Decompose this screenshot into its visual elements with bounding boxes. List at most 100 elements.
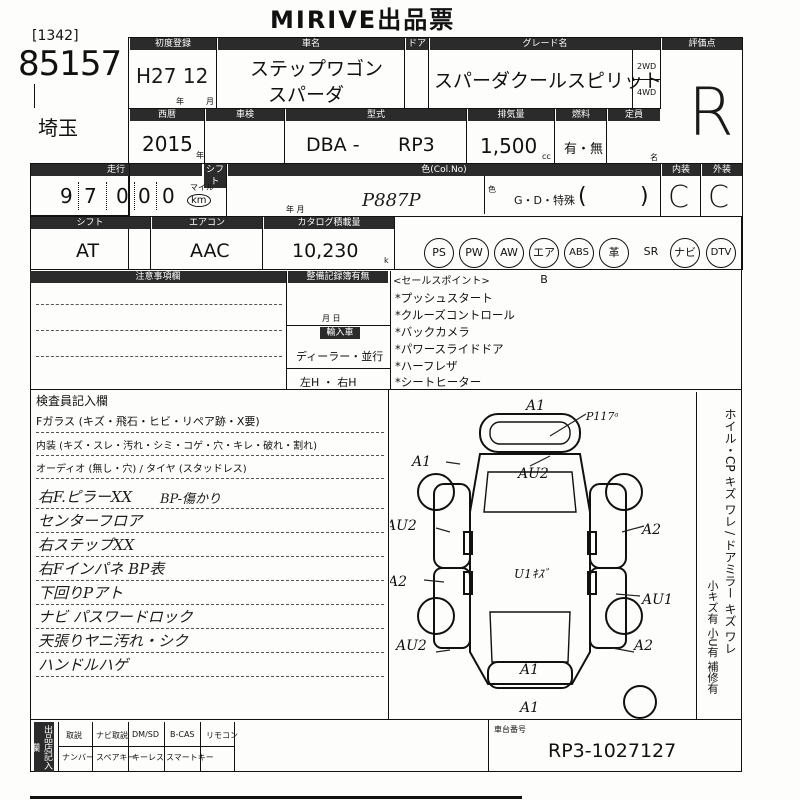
- car-name-1: ステップワゴン: [250, 58, 384, 80]
- interior-grade: C: [668, 180, 689, 215]
- equip-abs: ABS: [564, 238, 594, 268]
- bottom-label-3: DM/SD: [132, 730, 159, 739]
- sale-point-1: *プッシュスタート: [395, 291, 493, 305]
- model-prefix: DBA -: [306, 134, 360, 156]
- color-unit: 色: [488, 185, 496, 194]
- reg-month-label: 月: [206, 97, 214, 106]
- mark-left-front-a1: A1: [410, 454, 431, 470]
- reg-small: 年 月: [286, 205, 305, 214]
- mark-roof-u1: U1ｷｽﾞ: [514, 567, 550, 581]
- bottom-label-1: 取説: [66, 731, 82, 740]
- mark-bumper-a1: A1: [518, 700, 539, 716]
- model-year: 2015: [142, 132, 193, 156]
- mark-left-fender-au2: AU2: [390, 518, 417, 534]
- inspector-audio: オーディオ (無し・穴) / タイヤ (スタッドレス): [36, 464, 247, 475]
- header-cap: 定員: [608, 109, 660, 121]
- header-interior: 内装: [662, 164, 700, 176]
- header-shift: シフト: [30, 217, 150, 229]
- bottom-section: [30, 720, 742, 772]
- header-color: 色(Col.No): [228, 164, 660, 176]
- equip-sr: SR: [643, 245, 659, 258]
- mileage-km: km: [187, 194, 211, 207]
- inspector-note-1: 右F.ピラーXX: [38, 488, 133, 506]
- mark-rear-a1: A1: [518, 662, 539, 678]
- reg-year-label: 年: [176, 97, 184, 106]
- mark-front-p117: P117ᵃ: [585, 410, 619, 423]
- header-fuel: 燃料: [556, 109, 606, 121]
- ac-value: AAC: [190, 240, 230, 262]
- drive-2wd: 2WD: [637, 62, 657, 71]
- mark-bonnet-au2: AU2: [516, 466, 549, 482]
- bottom-label-4: B-CAS: [170, 730, 195, 739]
- notes-section: [30, 270, 742, 390]
- header-door: ドア: [406, 38, 428, 50]
- inspector-section: [30, 390, 742, 720]
- year-suffix: 年: [196, 151, 204, 160]
- sale-points-header: <セールスポイント>: [393, 276, 490, 287]
- inspector-interior: 内装 (キズ・スレ・汚れ・シミ・コゲ・穴・キレ・破れ・割れ): [36, 441, 317, 452]
- exterior-grade: C: [708, 180, 729, 215]
- record-date: 月 日: [322, 314, 341, 323]
- header-import: 輸入車: [320, 327, 360, 339]
- region: 埼玉: [38, 116, 78, 140]
- inspector-glass: Fガラス (キズ・飛石・ヒビ・リペア跡・X要): [36, 415, 260, 428]
- mileage-digit-4: 0: [138, 184, 151, 208]
- equip-aw: AW: [494, 238, 524, 268]
- header-eval: 評価点: [662, 38, 742, 50]
- header-mileage: 走行: [30, 164, 202, 176]
- chassis-label: 車台番号: [494, 725, 526, 734]
- reg-date: H27 12: [136, 64, 209, 88]
- mark-right-fender-a2: A2: [640, 522, 661, 538]
- header-ac: エアコン: [152, 217, 262, 229]
- header-name: 車名: [218, 38, 404, 50]
- bottom-label-6: ナンバー: [62, 753, 94, 762]
- inspector-note-7: 天張りヤニ汚れ・シク: [38, 632, 189, 650]
- mileage-mile: マイル: [190, 183, 214, 192]
- capacity-unit: 名: [650, 153, 658, 162]
- equip-dtv: DTV: [706, 238, 736, 268]
- front-bumper-shape: [479, 413, 581, 453]
- lot-bracket: [1342]: [32, 28, 79, 44]
- sale-point-6: *シートヒーター: [395, 375, 482, 389]
- gdp-close: ): [640, 184, 649, 209]
- car-name-2: スパーダ: [268, 84, 345, 106]
- header-type: 型式: [286, 109, 466, 121]
- lot-number: 85157: [18, 44, 122, 84]
- bottom-label-8: キーレス: [132, 753, 164, 762]
- header-reg: 初度登録: [130, 38, 216, 50]
- mark-right-rear-a2: A2: [632, 638, 653, 654]
- mark-right-door-au1: AU1: [640, 592, 673, 608]
- car-damage-diagram: A1 P117ᵃ A1 AU2 AU2 A2 A2 U1ｷｽﾞ AU1 A2 A…: [390, 398, 673, 719]
- gdp-open: (: [578, 184, 587, 209]
- bottom-label-9: スマートキー: [166, 753, 214, 762]
- mileage-digit-1: 9: [60, 184, 73, 208]
- sheet-title: MIRIVE出品票: [270, 6, 456, 34]
- equip-airbag: エアB: [529, 238, 559, 286]
- mileage-digit-3: 0: [116, 184, 129, 208]
- header-grade: グレード名: [430, 38, 660, 50]
- sale-point-5: *ハーフレザ: [395, 359, 458, 373]
- eval-score: R: [688, 74, 734, 151]
- inspector-note-2: センターフロア: [38, 512, 143, 530]
- header-notes: 注意事項欄: [30, 271, 286, 283]
- shift-value: AT: [76, 240, 100, 262]
- inspector-header: 検査員記入欄: [36, 394, 109, 408]
- bottom-label-7: スペアキー: [96, 753, 136, 762]
- record-dealer: ディーラー・並行: [296, 350, 384, 363]
- header-inspect: 車検: [206, 109, 284, 121]
- mileage-box: [30, 164, 130, 216]
- diagram-side-text: ホイル・CP キズ ワレ / ドアミラー キズ ワレ: [723, 408, 737, 655]
- model-code: RP3: [398, 134, 435, 156]
- equip-ps: PS: [424, 238, 454, 268]
- bottom-label-5: リモコン: [206, 731, 238, 740]
- sale-point-2: *クルーズコントロール: [395, 308, 515, 322]
- turbo: 有・無: [564, 142, 604, 157]
- chassis-number: RP3-1027127: [548, 740, 677, 762]
- inspector-note-8: ハンドルハゲ: [38, 656, 129, 674]
- mark-left-rear-au2: AU2: [394, 638, 427, 654]
- sale-point-4: *パワースライドドア: [395, 342, 504, 356]
- inspector-note-6: ナビ パスワードロック: [38, 608, 193, 626]
- bottom-side-label: 出品店記入欄: [29, 722, 54, 772]
- header-cc: 排気量: [468, 109, 554, 121]
